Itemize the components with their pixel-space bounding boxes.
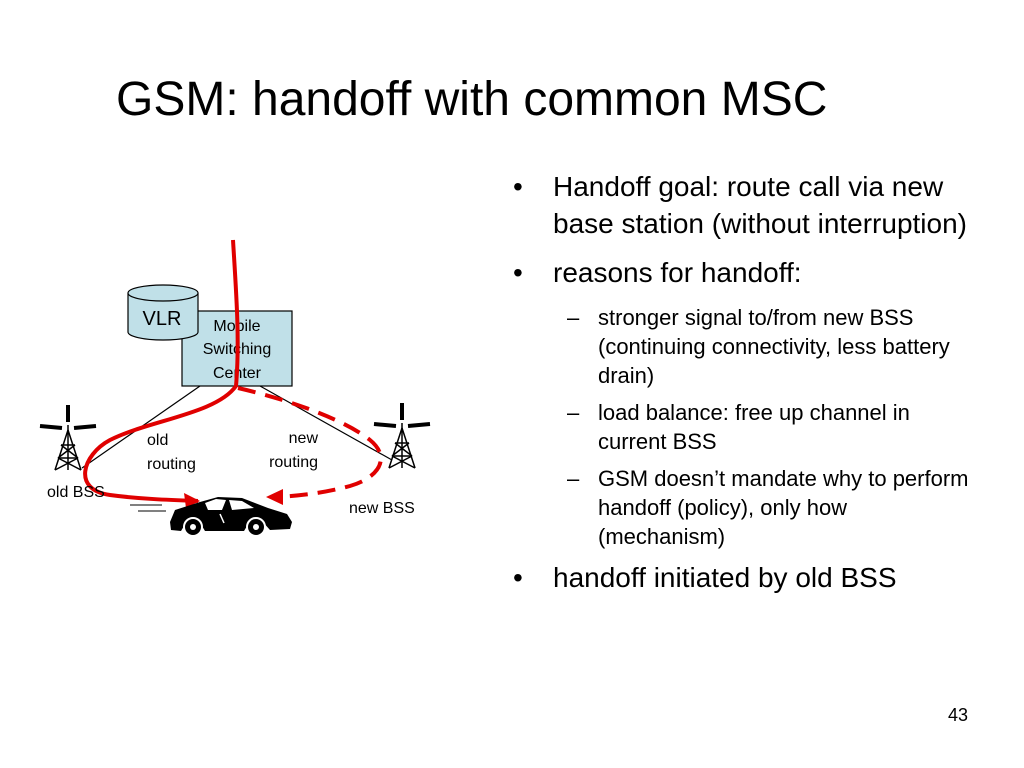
new-routing-path xyxy=(237,386,383,499)
car-icon xyxy=(130,497,292,537)
handoff-diagram: Mobile Switching Center VLR xyxy=(39,239,431,537)
old-bss-label: old BSS xyxy=(47,484,105,501)
old-routing-label-line-2: routing xyxy=(147,456,196,473)
page-number: 43 xyxy=(947,705,968,725)
bullet-initiated-by-old-bss: handoff initiated by old BSS xyxy=(505,559,975,596)
old-bss-tower-icon xyxy=(39,405,97,471)
bullet-list: Handoff goal: route call via new base st… xyxy=(505,168,975,608)
old-routing-path xyxy=(83,239,240,503)
slide-title: GSM: handoff with common MSC xyxy=(116,73,828,126)
vlr-database-icon xyxy=(127,284,199,341)
msc-to-new-bss-line xyxy=(259,385,393,461)
new-bss-tower-icon xyxy=(373,403,431,469)
old-routing-arrowhead xyxy=(184,493,200,508)
sub-bullet-stronger-signal: stronger signal to/from new BSS (continu… xyxy=(505,303,975,390)
new-routing-label-line-1: new xyxy=(289,430,319,447)
old-routing-label-line-1: old xyxy=(147,432,168,449)
vlr-label: VLR xyxy=(143,308,182,330)
bullet-reasons: reasons for handoff: xyxy=(505,254,975,291)
new-routing-label-line-2: routing xyxy=(269,454,318,471)
sub-bullet-policy: GSM doesn’t mandate why to perform hando… xyxy=(505,464,975,551)
bullet-handoff-goal: Handoff goal: route call via new base st… xyxy=(505,168,975,242)
new-bss-label: new BSS xyxy=(349,500,415,517)
new-routing-arrowhead xyxy=(266,489,283,505)
sub-bullet-load-balance: load balance: free up channel in current… xyxy=(505,398,975,456)
